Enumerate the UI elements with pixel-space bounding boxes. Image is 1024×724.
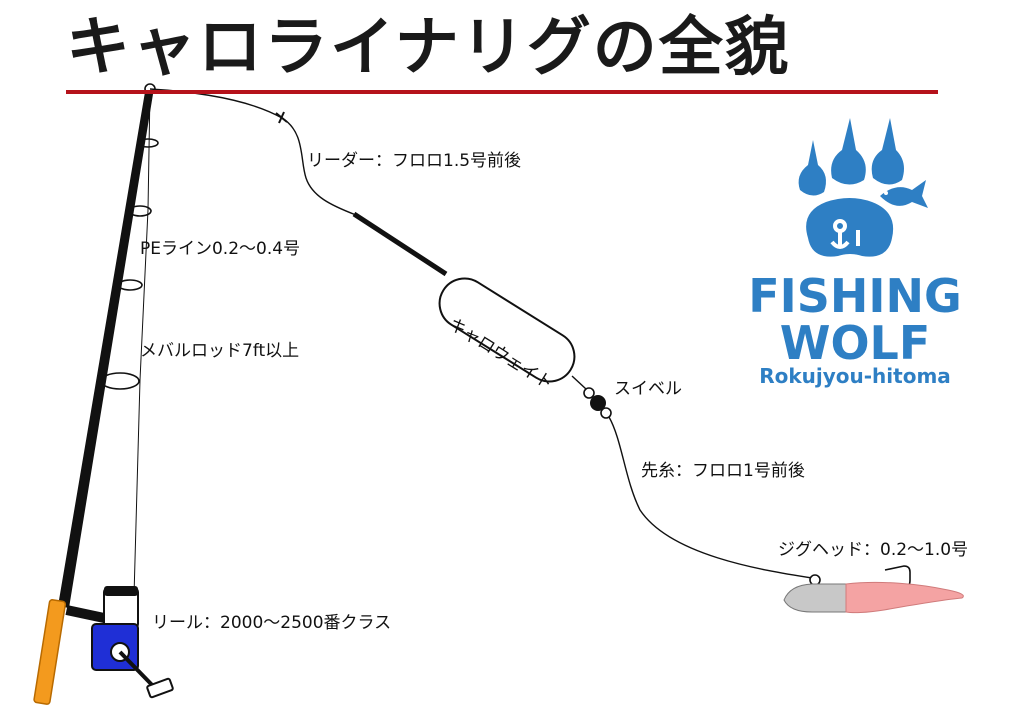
leader-label: リーダー：フロロ1.5号前後 bbox=[307, 151, 522, 171]
jighead-label: ジグヘッド：0.2～1.0号 bbox=[778, 540, 969, 560]
logo-line1: FISHING bbox=[748, 269, 962, 323]
pe-line bbox=[133, 89, 151, 597]
reel-label: リール：2000～2500番クラス bbox=[152, 613, 392, 633]
rod-guide bbox=[128, 205, 152, 217]
leader-sleeve bbox=[352, 211, 448, 277]
swivel-label: スイベル bbox=[614, 379, 682, 399]
logo-subtitle: Rokujyou-hitoma bbox=[759, 364, 951, 388]
line-knot bbox=[275, 111, 288, 124]
rod-guide bbox=[137, 138, 159, 148]
reel bbox=[65, 586, 174, 699]
jighead-sinker bbox=[783, 583, 847, 613]
rod-guide bbox=[117, 279, 143, 291]
soft-worm bbox=[845, 581, 964, 614]
rod-guide bbox=[100, 372, 140, 390]
paw-icon bbox=[798, 118, 928, 257]
rod-grip bbox=[33, 599, 67, 705]
title-underline bbox=[66, 90, 938, 94]
tippet-label: 先糸：フロロ1号前後 bbox=[641, 461, 805, 481]
pe-line-label: PEライン0.2～0.4号 bbox=[140, 239, 301, 259]
swivel-bead bbox=[590, 395, 606, 411]
swivel-ring bbox=[583, 387, 595, 399]
logo-line2: WOLF bbox=[779, 316, 931, 370]
carolina-weight bbox=[438, 277, 576, 383]
swivel-ring bbox=[600, 407, 612, 419]
rod-label: メバルロッド7ft以上 bbox=[140, 341, 300, 361]
page-title: キャロライナリグの全貌 bbox=[66, 11, 791, 85]
anchor-icon bbox=[830, 219, 860, 249]
rod bbox=[58, 86, 154, 608]
leader-line bbox=[281, 117, 357, 216]
tippet-line bbox=[608, 416, 813, 579]
